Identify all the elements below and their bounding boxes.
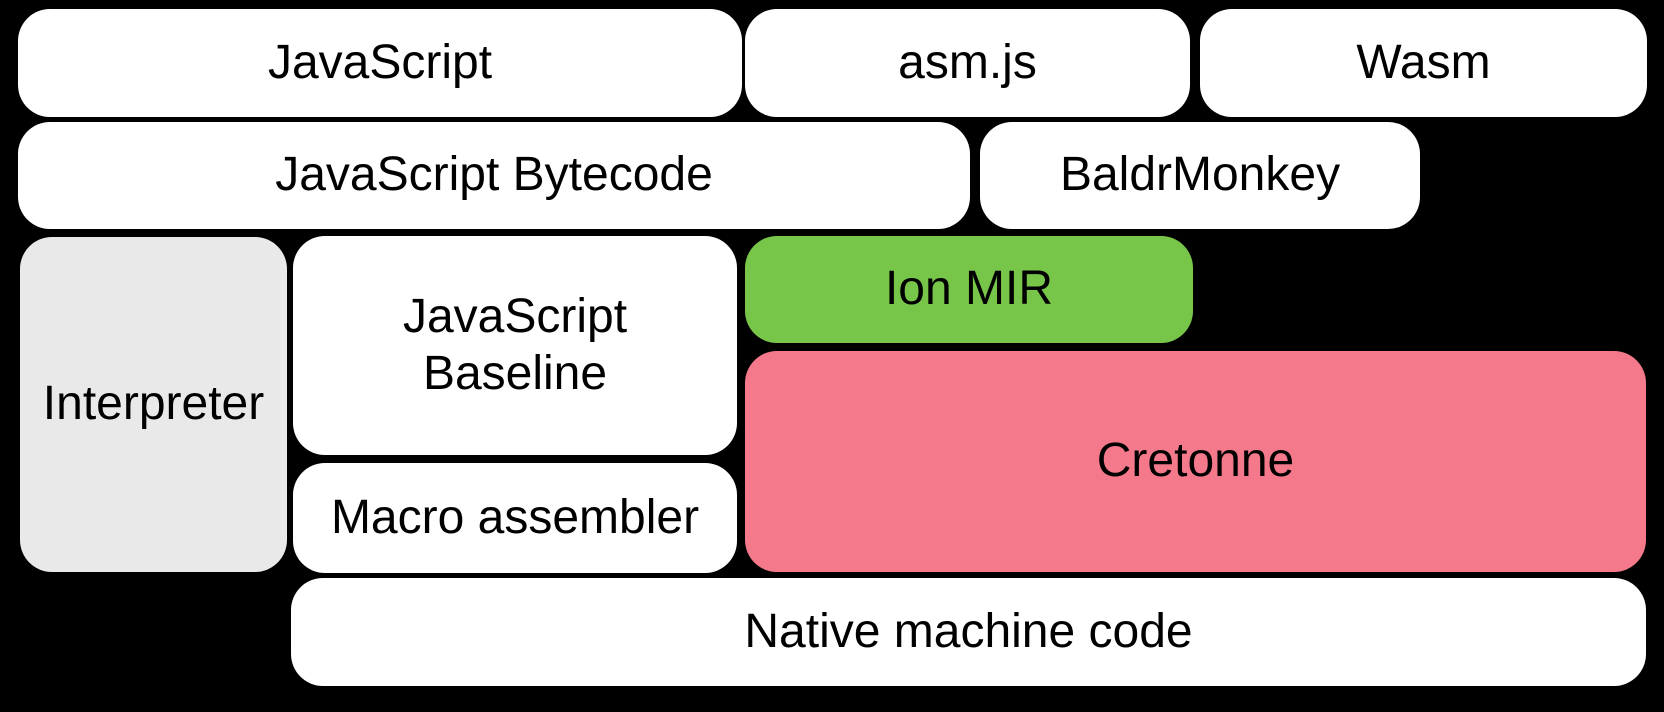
box-ion-mir-label: Ion MIR xyxy=(884,262,1054,316)
box-javascript-baseline-label-line1: JavaScript xyxy=(402,289,628,343)
box-native-machine-code: Native machine code xyxy=(291,578,1646,686)
box-macro-assembler: Macro assembler xyxy=(293,463,737,573)
box-javascript-bytecode: JavaScript Bytecode xyxy=(18,122,970,229)
box-wasm: Wasm xyxy=(1200,9,1647,117)
box-cretonne-label: Cretonne xyxy=(1096,434,1295,488)
box-asmjs: asm.js xyxy=(745,9,1190,117)
box-javascript-baseline-label: JavaScript Baseline xyxy=(403,289,627,402)
box-cretonne: Cretonne xyxy=(745,351,1646,572)
box-interpreter-label: Interpreter xyxy=(42,377,265,431)
box-javascript-bytecode-label: JavaScript Bytecode xyxy=(275,148,713,202)
box-interpreter: Interpreter xyxy=(20,237,287,572)
box-javascript-label: JavaScript xyxy=(267,35,493,89)
box-macro-assembler-label: Macro assembler xyxy=(330,490,700,544)
box-wasm-label: Wasm xyxy=(1356,35,1491,89)
box-javascript: JavaScript xyxy=(18,9,742,117)
box-baldrmonkey: BaldrMonkey xyxy=(980,122,1420,229)
box-javascript-baseline: JavaScript Baseline xyxy=(293,236,737,455)
box-javascript-baseline-label-line2: Baseline xyxy=(422,346,608,400)
box-native-machine-code-label: Native machine code xyxy=(744,604,1193,658)
box-baldrmonkey-label: BaldrMonkey xyxy=(1059,148,1341,202)
box-asmjs-label: asm.js xyxy=(898,35,1037,89)
box-ion-mir: Ion MIR xyxy=(745,236,1193,343)
